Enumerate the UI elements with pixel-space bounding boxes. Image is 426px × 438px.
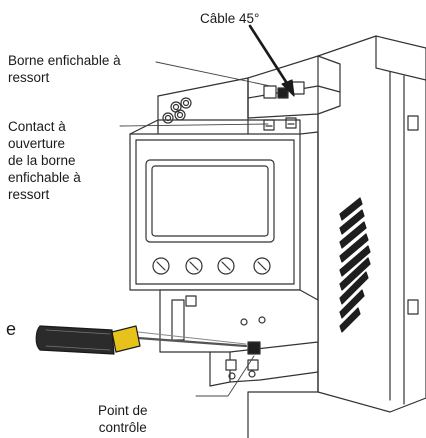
top-screws [162,97,192,124]
cable-arrow [248,24,295,97]
control-knob-icon [152,257,170,275]
control-knob-icon [253,257,271,275]
control-knobs [152,257,271,275]
vent-fins [339,197,371,333]
leader-lines [119,61,271,397]
screwdriver-icon [35,325,248,355]
control-knob-icon [185,257,203,275]
control-knob-icon [217,257,235,275]
cropped-text-fragment: e [6,319,17,339]
test-point-label: Point de contrôle [98,403,148,435]
side-mounting-holes [407,115,419,315]
lower-terminal-block [159,289,319,387]
spring-terminal-label: Borne enfichable à ressort [8,53,121,85]
opening-contact-label: Contact à ouverture de la borne enfichab… [8,119,81,202]
cable-label: Câble 45° [200,11,260,26]
lcd-display [145,159,275,243]
